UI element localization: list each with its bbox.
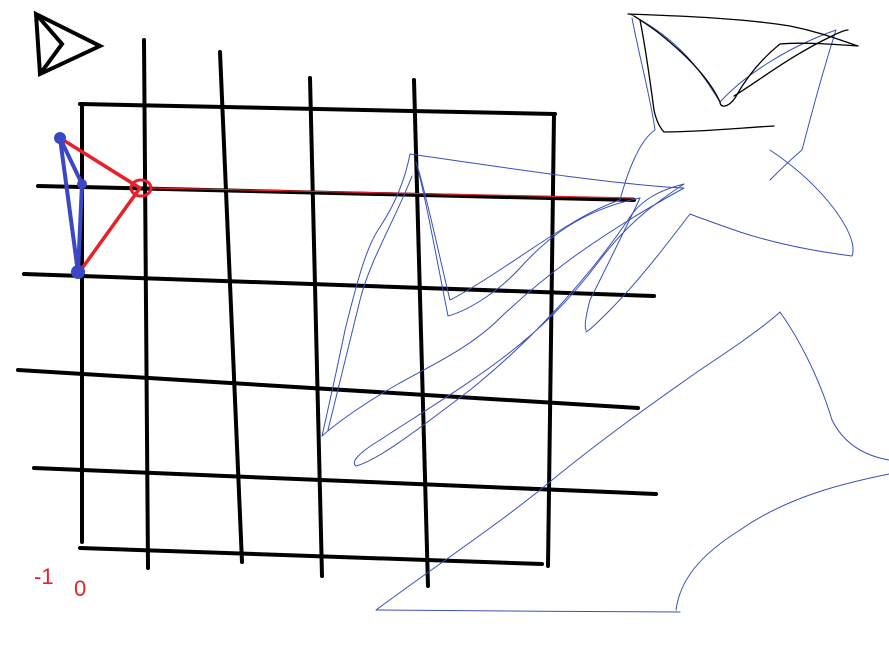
- black-sketch-2: [639, 19, 775, 133]
- grid-vline-3: [308, 76, 324, 578]
- frame-right: [546, 112, 556, 568]
- grid-hline-3: [16, 368, 640, 410]
- sketch-stroke-7: [619, 17, 656, 201]
- axis-label-minus-one: -1: [34, 564, 54, 589]
- grid-vertical-lines: [142, 38, 430, 588]
- red-marker-point: [129, 178, 153, 198]
- sketch-stroke-9: [689, 149, 854, 257]
- black-sketch-strokes: [627, 13, 859, 133]
- red-trace-line: [149, 187, 635, 199]
- blue-triangle: [58, 136, 84, 274]
- blue-point-middle: [77, 179, 87, 189]
- blue-point-bottom: [71, 265, 85, 279]
- axis-label-zero: 0: [74, 576, 86, 601]
- grid-hline-2: [22, 272, 656, 298]
- blue-sketch-strokes: [321, 13, 889, 613]
- black-sketch-3: [733, 29, 849, 97]
- sketch-stroke-3: [327, 175, 413, 431]
- frame-bottom: [78, 546, 544, 566]
- black-sketch-1: [627, 13, 859, 107]
- sketch-stroke-5: [353, 183, 685, 467]
- sketch-stroke-11: [375, 311, 781, 613]
- grid-hline-4: [32, 466, 658, 496]
- sketch-stroke-4: [417, 167, 621, 301]
- grid-horizontal-lines: [16, 184, 658, 496]
- sketch-stroke-8: [629, 13, 837, 181]
- sketch-stroke-2: [415, 161, 641, 317]
- sketch-stroke-12: [779, 311, 889, 461]
- sketch-stroke-10: [585, 213, 691, 333]
- grid-hline-1: [36, 184, 636, 202]
- blue-points: [54, 132, 87, 279]
- grid-vline-1: [142, 38, 150, 570]
- sketch-stroke-1: [321, 153, 685, 437]
- sketch-stroke-13: [675, 473, 889, 611]
- sketch-stroke-6: [584, 197, 641, 331]
- frame-top: [78, 102, 557, 116]
- blue-point-top: [54, 132, 66, 144]
- grid-vline-2: [218, 50, 244, 564]
- play-arrow-outline-icon: [33, 10, 105, 78]
